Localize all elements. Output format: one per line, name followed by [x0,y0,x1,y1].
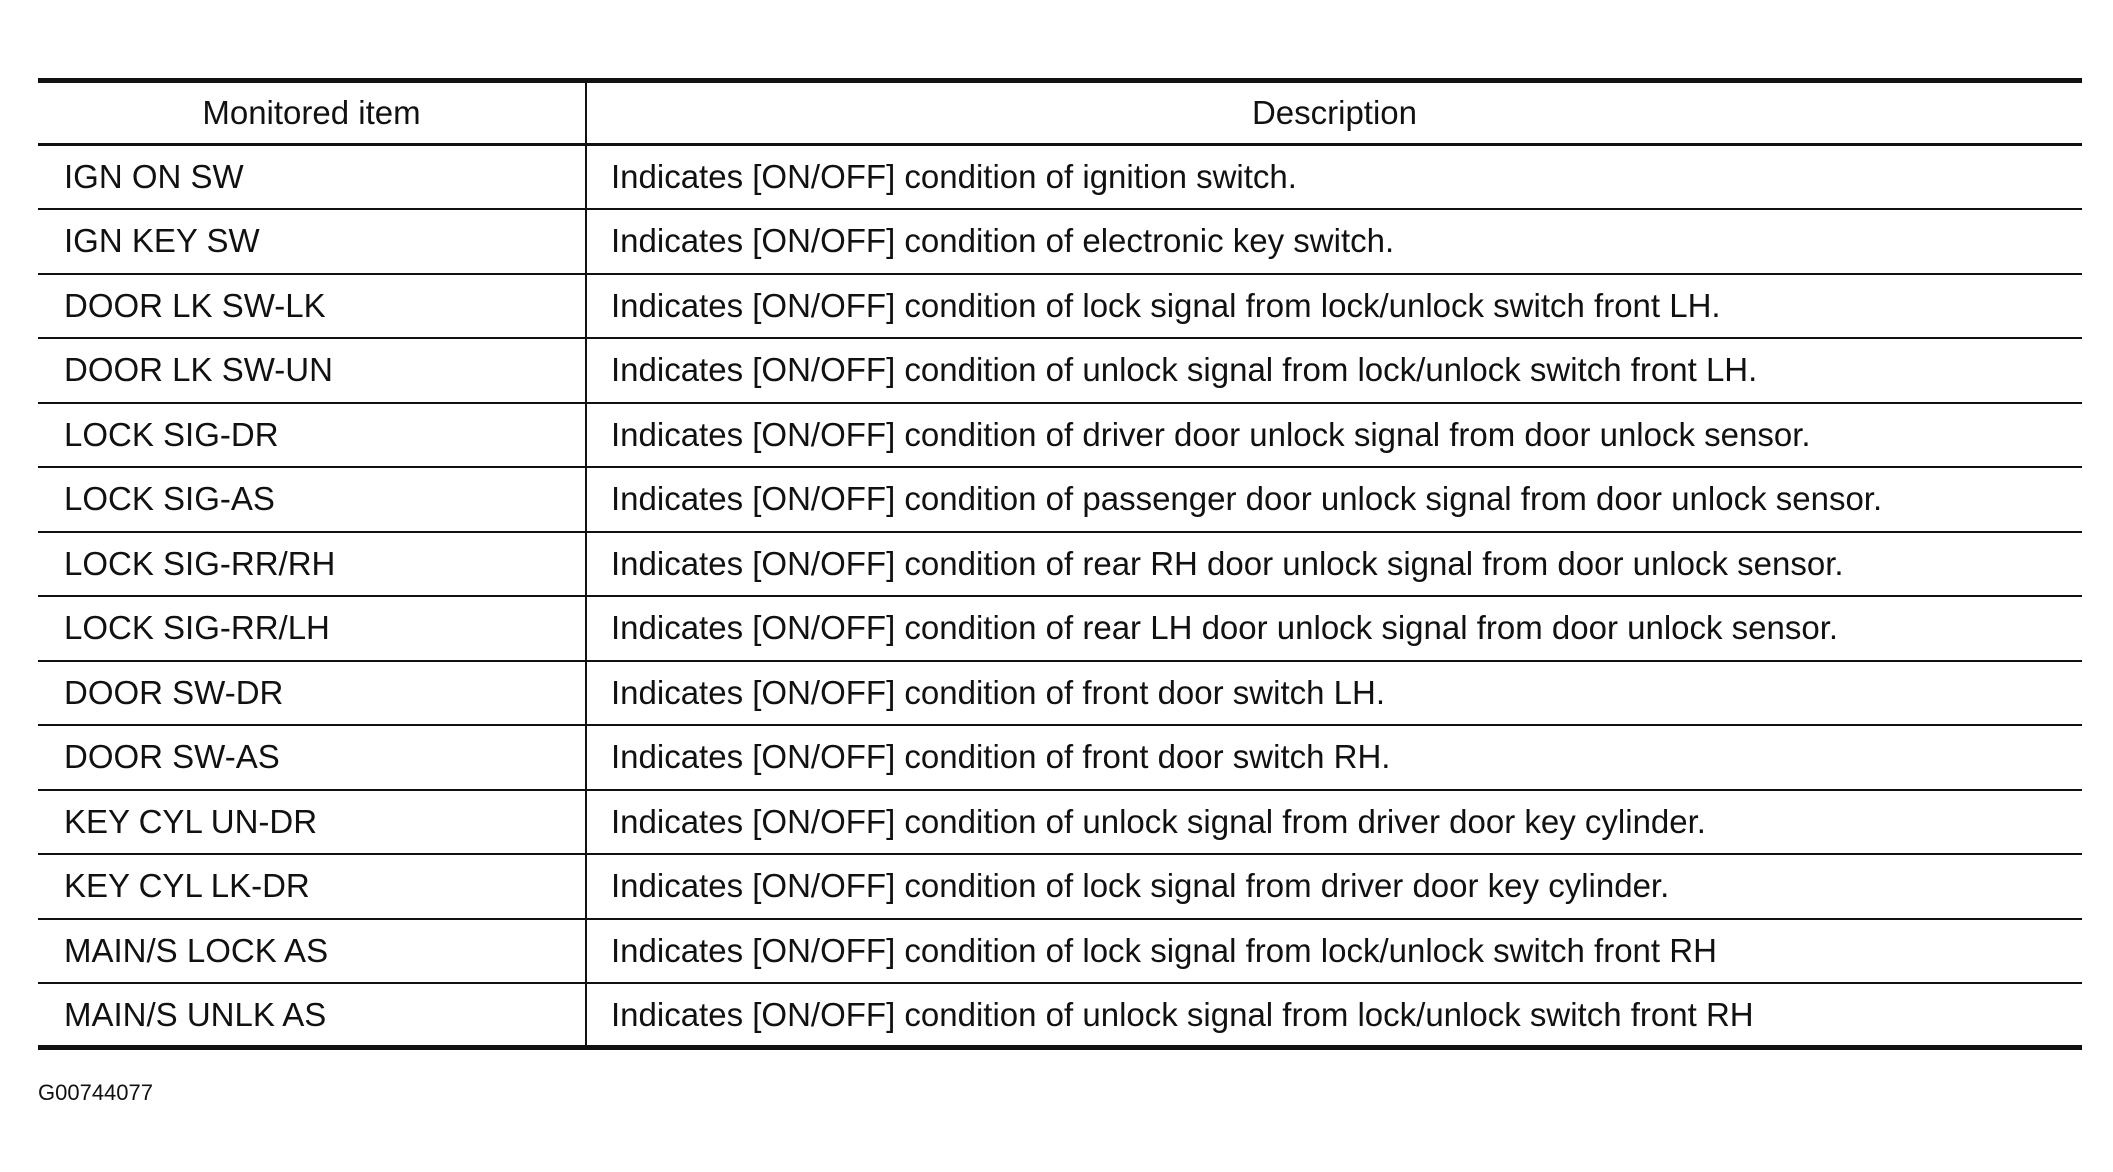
description-cell: Indicates [ON/OFF] condition of electron… [586,209,2082,275]
description-cell: Indicates [ON/OFF] condition of unlock s… [586,789,2082,855]
figure-id: G00744077 [38,1080,153,1105]
description-cell: Indicates [ON/OFF] condition of unlock s… [586,338,2082,404]
monitored-item-cell: LOCK SIG-RR/LH [38,596,587,662]
monitored-item-cell: DOOR LK SW-LK [38,273,587,339]
header-monitored-item: Monitored item [38,78,587,146]
description-cell: Indicates [ON/OFF] condition of lock sig… [586,273,2082,339]
monitored-item-cell: IGN KEY SW [38,209,587,275]
description-cell: Indicates [ON/OFF] condition of unlock s… [586,983,2082,1050]
header-description: Description [586,78,2082,146]
monitored-item-cell: LOCK SIG-AS [38,467,587,533]
monitored-item-cell: KEY CYL UN-DR [38,789,587,855]
description-cell: Indicates [ON/OFF] condition of lock sig… [586,918,2082,984]
monitored-item-cell: KEY CYL LK-DR [38,854,587,920]
description-cell: Indicates [ON/OFF] condition of rear LH … [586,596,2082,662]
description-cell: Indicates [ON/OFF] condition of rear RH … [586,531,2082,597]
description-cell: Indicates [ON/OFF] condition of passenge… [586,467,2082,533]
monitored-item-cell: IGN ON SW [38,144,587,210]
monitored-item-cell: LOCK SIG-DR [38,402,587,468]
header-row: Monitored item Description [38,78,2082,146]
monitored-item-cell: DOOR LK SW-UN [38,338,587,404]
monitored-item-cell: DOOR SW-DR [38,660,587,726]
description-cell: Indicates [ON/OFF] condition of driver d… [586,402,2082,468]
monitored-item-cell: MAIN/S UNLK AS [38,983,587,1050]
monitored-item-cell: LOCK SIG-RR/RH [38,531,587,597]
monitored-item-cell: MAIN/S LOCK AS [38,918,587,984]
table-header: Monitored item Description [38,78,2082,146]
monitored-item-cell: DOOR SW-AS [38,725,587,791]
description-cell: Indicates [ON/OFF] condition of front do… [586,725,2082,791]
description-cell: Indicates [ON/OFF] condition of ignition… [586,144,2082,210]
description-cell: Indicates [ON/OFF] condition of front do… [586,660,2082,726]
description-cell: Indicates [ON/OFF] condition of lock sig… [586,854,2082,920]
